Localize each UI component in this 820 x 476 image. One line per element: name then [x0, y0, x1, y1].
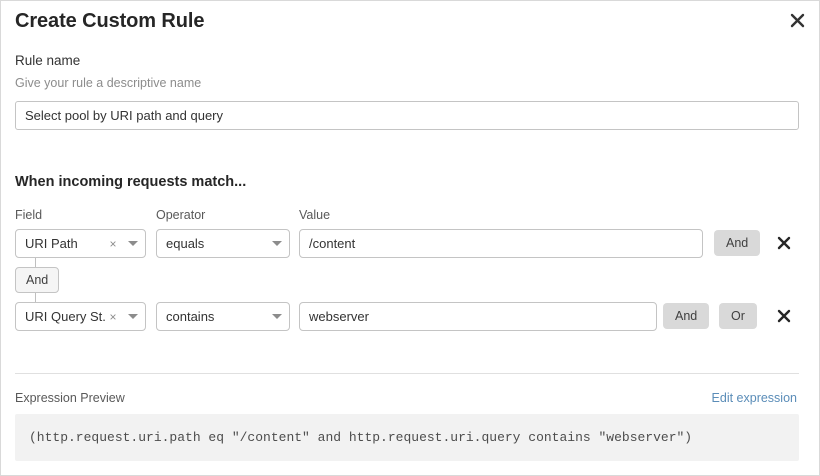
or-button-2[interactable]: Or	[719, 303, 757, 329]
chevron-down-icon-glyph	[272, 314, 282, 319]
and-button-1[interactable]: And	[714, 230, 761, 256]
close-icon-glyph	[790, 13, 804, 27]
rule-name-input[interactable]	[15, 101, 799, 130]
field-select-2-value: URI Query St...	[25, 309, 105, 324]
condition-row: URI Path × equals And	[1, 229, 819, 259]
close-icon	[777, 236, 791, 250]
chevron-down-icon[interactable]	[121, 241, 145, 246]
value-input-2[interactable]	[299, 302, 657, 331]
clear-icon[interactable]: ×	[109, 309, 117, 324]
close-icon[interactable]	[784, 7, 810, 33]
close-icon	[777, 309, 791, 323]
chevron-down-icon-glyph	[128, 241, 138, 246]
operator-select-2-value: contains	[166, 309, 215, 324]
value-input-1[interactable]	[299, 229, 703, 258]
rule-name-label: Rule name	[15, 53, 81, 68]
connector-and-chip[interactable]: And	[15, 267, 60, 293]
chevron-down-icon[interactable]	[265, 241, 289, 246]
match-section-heading: When incoming requests match...	[15, 174, 247, 190]
remove-condition-button-2[interactable]	[771, 303, 797, 329]
column-header-operator: Operator	[156, 208, 206, 222]
rule-name-help-text: Give your rule a descriptive name	[15, 76, 202, 90]
field-select-1[interactable]: URI Path ×	[15, 229, 146, 258]
clear-icon[interactable]: ×	[109, 236, 117, 251]
expression-preview-code: (http.request.uri.path eq "/content" and…	[15, 414, 799, 461]
section-divider	[15, 373, 799, 374]
chevron-down-icon[interactable]	[121, 314, 145, 319]
and-button-2[interactable]: And	[663, 303, 710, 329]
operator-select-1-value: equals	[166, 236, 205, 251]
operator-select-2[interactable]: contains	[156, 302, 290, 331]
chevron-down-icon-glyph	[128, 314, 138, 319]
chevron-down-icon-glyph	[272, 241, 282, 246]
expression-preview-label: Expression Preview	[15, 391, 125, 405]
field-select-2[interactable]: URI Query St... ×	[15, 302, 146, 331]
operator-select-1[interactable]: equals	[156, 229, 290, 258]
column-header-value: Value	[299, 208, 331, 222]
dialog-title: Create Custom Rule	[15, 10, 205, 32]
edit-expression-link[interactable]: Edit expression	[711, 391, 797, 405]
field-select-1-value: URI Path	[25, 236, 78, 251]
remove-condition-button-1[interactable]	[771, 230, 797, 256]
column-header-field: Field	[15, 208, 43, 222]
condition-row: URI Query St... × contains And Or	[1, 302, 819, 332]
chevron-down-icon[interactable]	[265, 314, 289, 319]
